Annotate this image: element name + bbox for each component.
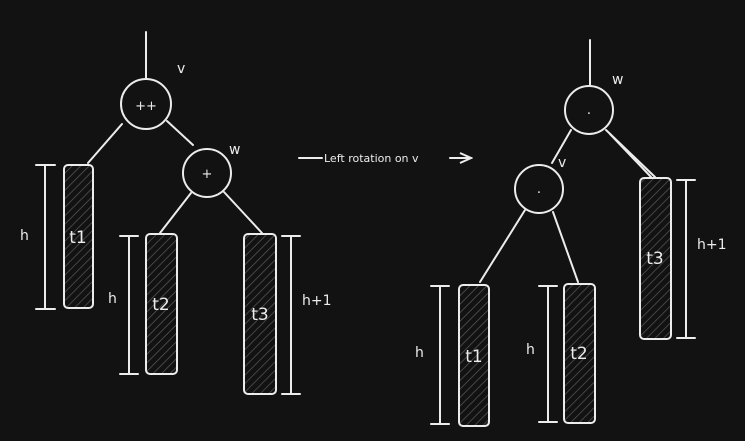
right-subtree-t1-name: t1 (465, 347, 482, 367)
right-root-node (564, 85, 614, 135)
left-subtree-t1: t1 h (20, 164, 94, 310)
right-root-symbol: . (587, 103, 591, 118)
left-subtree-t2-name: t2 (152, 295, 169, 315)
right-edge-w-t3-double (609, 133, 652, 178)
left-edge-v-t1 (87, 123, 123, 164)
right-subtree-t1: t1 h (415, 284, 490, 427)
left-child-label: w (229, 142, 240, 158)
right-t3-height-label: h+1 (697, 237, 727, 253)
left-subtree-t1-box (63, 164, 94, 309)
left-subtree-t3: t3 h+1 (243, 233, 332, 395)
left-root-symbol: ++ (135, 99, 157, 114)
left-subtree-t3-box (243, 233, 277, 395)
left-edge-v-w (166, 120, 194, 146)
right-edge-v-t2 (552, 211, 579, 283)
left-subtree-t2: t2 h (108, 233, 178, 375)
right-t1-height-label: h (415, 345, 424, 361)
right-subtree-t3-name: t3 (646, 249, 663, 269)
right-subtree-t2: t2 h (526, 283, 596, 424)
left-root-label: v (177, 61, 185, 77)
operation-label: Left rotation on v (324, 152, 419, 165)
right-child-symbol: . (537, 182, 541, 197)
right-subtree-t2-box (563, 283, 596, 424)
left-subtree-t2-box (145, 233, 178, 375)
left-tree: ++ v + w t1 h t2 h t3 (20, 31, 332, 395)
right-t2-height-label: h (526, 342, 535, 358)
right-root-label: w (612, 72, 623, 88)
rotation-operation: Left rotation on v (298, 152, 471, 165)
left-edge-w-t2 (159, 192, 192, 234)
left-root-node (120, 78, 172, 130)
right-subtree-t3-box (639, 177, 672, 340)
left-subtree-t1-name: t1 (69, 228, 86, 248)
left-subtree-t3-name: t3 (251, 305, 268, 325)
left-t1-height-label: h (20, 228, 29, 244)
left-t3-height-label: h+1 (302, 293, 332, 309)
right-child-label: v (558, 155, 566, 171)
right-subtree-t1-box (458, 284, 490, 427)
right-subtree-t3: t3 h+1 (639, 177, 727, 340)
left-child-node (182, 148, 232, 198)
left-edge-w-t3 (223, 191, 263, 234)
left-t2-height-label: h (108, 291, 117, 307)
right-tree: . w . v t1 h t2 h t3 (415, 39, 727, 427)
right-subtree-t2-name: t2 (570, 344, 587, 364)
right-edge-v-t1 (479, 209, 526, 283)
left-child-symbol: + (202, 167, 213, 182)
right-child-node (514, 164, 564, 214)
right-edge-w-v (551, 129, 572, 164)
